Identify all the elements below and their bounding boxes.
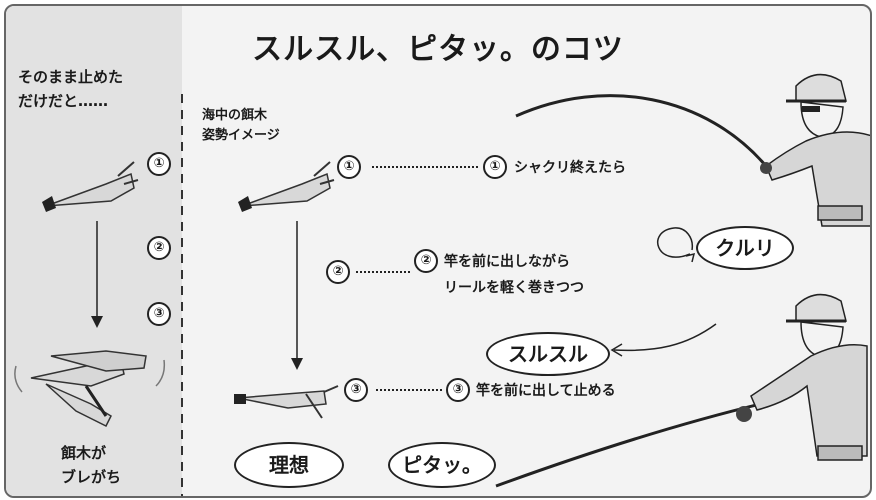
- bubble-surusuru: スルスル: [486, 332, 610, 376]
- diagram-frame: スルスル、ピタッ。のコツ そのまま止めた だけだと…… ① ② ③ 餌木が ブレ…: [4, 4, 872, 498]
- squid-lure-left-bottom: [14, 350, 166, 428]
- squid-lure-main-top: [238, 161, 335, 212]
- bubble-ideal: 理想: [234, 442, 344, 488]
- left-step-1: ①: [147, 152, 171, 176]
- page-title: スルスル、ピタッ。のコツ: [252, 32, 624, 67]
- left-caption-line-2: だけだと……: [18, 92, 109, 110]
- step-2-number: ②: [414, 249, 438, 273]
- curl-arrow: [657, 227, 694, 258]
- squid-lure-left-top: [42, 161, 139, 212]
- step-1-text: シャクリ終えたら: [514, 160, 626, 176]
- left-result-line-1: 餌木が: [61, 444, 107, 462]
- step-3-number: ③: [446, 378, 470, 402]
- main-step-2-marker: ②: [326, 260, 350, 284]
- fishing-rod-bottom: [495, 396, 787, 488]
- squid-lure-main-bottom: [234, 385, 339, 419]
- main-step-1-marker: ①: [337, 155, 361, 179]
- main-caption-line-1: 海中の餌木: [202, 108, 268, 123]
- surusuru-arrow: [613, 323, 717, 352]
- left-step-2: ②: [147, 236, 171, 260]
- bubble-kururi: クルリ: [696, 226, 794, 270]
- main-step-3-marker: ③: [344, 378, 368, 402]
- step-2-text-line-2: リールを軽く巻きつつ: [444, 280, 584, 296]
- bubble-pita: ピタッ。: [388, 442, 496, 488]
- main-caption-line-2: 姿勢イメージ: [202, 128, 280, 143]
- angler-top: [760, 73, 870, 227]
- step-3-text: 竿を前に出して止める: [476, 383, 616, 399]
- illustration-layer: [14, 73, 870, 496]
- left-result-line-2: ブレがち: [61, 468, 122, 486]
- step-1-number: ①: [483, 155, 507, 179]
- step-2-text-line-1: 竿を前に出しながら: [444, 254, 570, 270]
- fishing-rod-top: [515, 94, 768, 167]
- left-step-3: ③: [147, 302, 171, 326]
- angler-bottom: [736, 293, 868, 461]
- left-caption-line-1: そのまま止めた: [18, 68, 124, 86]
